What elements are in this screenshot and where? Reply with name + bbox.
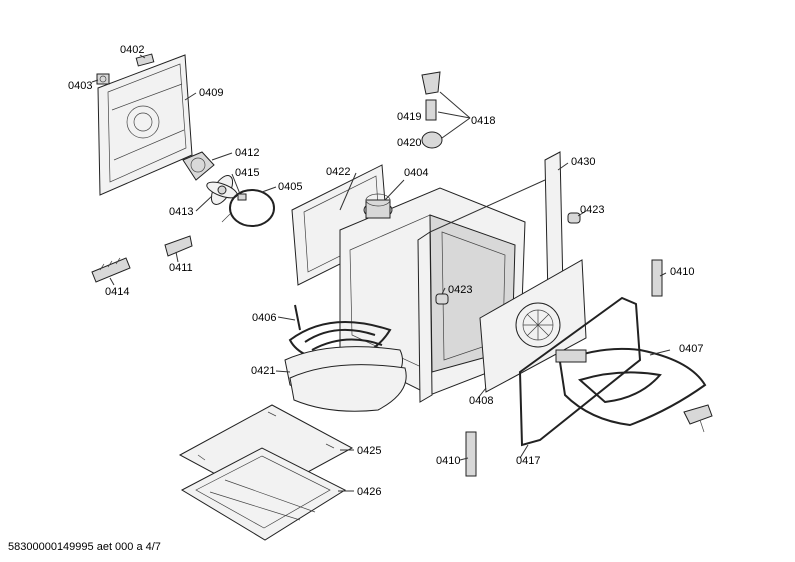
part-bottom-frame bbox=[180, 447, 347, 541]
label-0417: 0417 bbox=[516, 455, 541, 467]
part-oven-cavity bbox=[339, 187, 526, 396]
label-0425: 0425 bbox=[357, 445, 382, 457]
label-0426: 0426 bbox=[357, 486, 382, 498]
part-rack-frame bbox=[518, 296, 642, 447]
part-0411 bbox=[164, 235, 193, 257]
part-grill-element bbox=[555, 347, 707, 427]
label-0423-left: 0423 bbox=[448, 284, 473, 296]
part-back-wall bbox=[479, 259, 587, 393]
label-0430: 0430 bbox=[571, 156, 596, 168]
label-0409: 0409 bbox=[199, 87, 224, 99]
label-0421: 0421 bbox=[251, 365, 276, 377]
label-0410-right: 0410 bbox=[670, 266, 695, 278]
part-latch bbox=[683, 404, 713, 433]
part-0423-left bbox=[435, 293, 449, 305]
document-id-footer: 58300000149995 aet 000 a 4/7 bbox=[8, 541, 161, 553]
part-lamp-assembly bbox=[421, 71, 471, 149]
part-hinge-bottom bbox=[465, 431, 477, 477]
label-0411: 0411 bbox=[169, 262, 193, 274]
label-0406: 0406 bbox=[252, 312, 277, 324]
label-0404: 0404 bbox=[404, 167, 429, 179]
part-0403 bbox=[96, 73, 110, 85]
label-0418: 0418 bbox=[471, 115, 496, 127]
label-0422: 0422 bbox=[326, 166, 351, 178]
part-side-frame bbox=[417, 151, 564, 403]
part-ring-element bbox=[221, 189, 275, 227]
part-0402 bbox=[135, 53, 155, 67]
part-insulation bbox=[284, 346, 407, 412]
label-0419: 0419 bbox=[397, 111, 422, 123]
label-0402: 0402 bbox=[120, 44, 145, 56]
leader-lines bbox=[91, 54, 671, 492]
label-0423-right: 0423 bbox=[580, 204, 605, 216]
part-motor bbox=[182, 151, 215, 181]
part-hinge-right bbox=[651, 259, 663, 297]
label-0412: 0412 bbox=[235, 147, 260, 159]
part-0423-right bbox=[567, 212, 581, 224]
label-0415: 0415 bbox=[235, 167, 260, 179]
part-fan bbox=[206, 175, 238, 205]
label-0407: 0407 bbox=[679, 343, 704, 355]
label-0414: 0414 bbox=[105, 286, 130, 298]
label-0410-bottom: 0410 bbox=[436, 455, 461, 467]
part-back-panel bbox=[97, 54, 193, 196]
label-0405: 0405 bbox=[278, 181, 303, 193]
part-terminal-block bbox=[91, 257, 131, 283]
part-0415 bbox=[237, 193, 247, 201]
label-0420: 0420 bbox=[397, 137, 422, 149]
label-0413: 0413 bbox=[169, 206, 194, 218]
label-0408: 0408 bbox=[469, 395, 494, 407]
label-0403: 0403 bbox=[68, 80, 93, 92]
